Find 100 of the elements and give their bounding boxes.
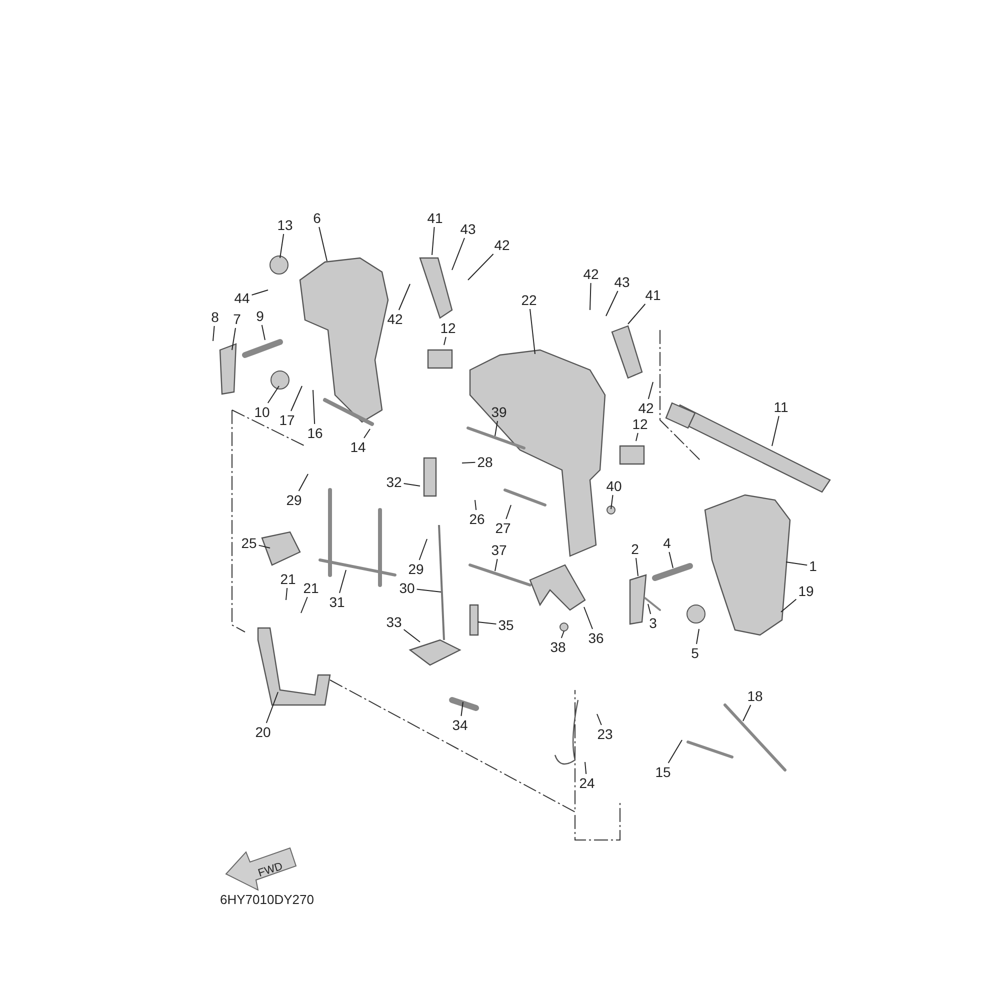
callout-number: 30 bbox=[398, 580, 416, 596]
leader-line bbox=[494, 420, 498, 436]
callout-number: 7 bbox=[232, 311, 242, 327]
leader-line bbox=[462, 462, 476, 464]
leader-line bbox=[364, 428, 370, 438]
callout-number: 11 bbox=[772, 399, 790, 415]
leader-line bbox=[258, 544, 270, 548]
leader-line bbox=[261, 324, 266, 340]
leader-line bbox=[560, 630, 564, 638]
callout-number: 6 bbox=[312, 210, 322, 226]
leader-line bbox=[506, 504, 512, 520]
leader-line bbox=[468, 254, 494, 280]
leader-line bbox=[318, 226, 328, 262]
leader-line bbox=[266, 692, 278, 724]
leader-line bbox=[298, 474, 308, 492]
callout-number: 15 bbox=[654, 764, 672, 780]
leader-line bbox=[280, 234, 284, 258]
callout-number: 4 bbox=[662, 535, 672, 551]
callout-number: 22 bbox=[520, 292, 538, 308]
callout-number: 12 bbox=[631, 416, 649, 432]
callout-number: 29 bbox=[285, 492, 303, 508]
callout-number: 35 bbox=[497, 617, 515, 633]
leader-line bbox=[403, 629, 420, 642]
callout-number: 17 bbox=[278, 412, 296, 428]
leader-line bbox=[444, 336, 446, 346]
callout-number: 34 bbox=[451, 717, 469, 733]
callout-number: 40 bbox=[605, 478, 623, 494]
callout-number: 8 bbox=[210, 309, 220, 325]
leader-line bbox=[232, 328, 236, 350]
leader-line bbox=[648, 604, 652, 614]
fwd-label: FWD bbox=[256, 860, 284, 880]
leader-line bbox=[212, 326, 215, 342]
callout-number: 39 bbox=[490, 404, 508, 420]
callout-number: 9 bbox=[255, 308, 265, 324]
callout-number: 21 bbox=[302, 580, 320, 596]
leader-line bbox=[530, 308, 536, 354]
callout-number: 2 bbox=[630, 541, 640, 557]
leader-line bbox=[772, 416, 780, 446]
leader-line bbox=[636, 432, 638, 442]
leader-line bbox=[610, 494, 614, 510]
leader-line bbox=[474, 500, 477, 510]
leader-line bbox=[636, 558, 638, 576]
leader-line bbox=[584, 606, 593, 630]
leader-line bbox=[452, 238, 465, 270]
callout-number: 20 bbox=[254, 724, 272, 740]
callout-number: 29 bbox=[407, 561, 425, 577]
leader-line bbox=[668, 740, 682, 764]
callout-number: 10 bbox=[253, 404, 271, 420]
leader-line bbox=[312, 390, 316, 424]
callout-number: 38 bbox=[549, 639, 567, 655]
leader-line bbox=[300, 596, 308, 614]
callout-number: 12 bbox=[439, 320, 457, 336]
callout-number: 25 bbox=[240, 535, 258, 551]
leader-line bbox=[432, 226, 435, 256]
leader-line bbox=[596, 714, 602, 726]
leader-line bbox=[286, 588, 288, 600]
callout-number: 31 bbox=[328, 594, 346, 610]
callout-number: 41 bbox=[426, 210, 444, 226]
callout-number: 32 bbox=[385, 474, 403, 490]
leader-line bbox=[267, 386, 280, 404]
callout-number: 28 bbox=[476, 454, 494, 470]
part-code: 6HY7010DY270 bbox=[220, 892, 314, 907]
callout-number: 5 bbox=[690, 645, 700, 661]
callout-number: 33 bbox=[385, 614, 403, 630]
leader-line bbox=[494, 558, 498, 572]
callout-number: 42 bbox=[493, 237, 511, 253]
callout-number: 42 bbox=[637, 400, 655, 416]
callout-number: 24 bbox=[578, 775, 596, 791]
callout-number: 13 bbox=[276, 217, 294, 233]
callout-number: 16 bbox=[306, 425, 324, 441]
callout-number: 26 bbox=[468, 511, 486, 527]
callout-number: 42 bbox=[386, 311, 404, 327]
callout-number: 1 bbox=[808, 558, 818, 574]
leader-line bbox=[584, 762, 587, 774]
leader-line bbox=[648, 382, 654, 400]
leader-line bbox=[742, 704, 752, 722]
callout-number: 23 bbox=[596, 726, 614, 742]
leader-line bbox=[290, 386, 302, 412]
leader-line bbox=[696, 628, 700, 644]
leader-line bbox=[398, 284, 410, 310]
leader-line bbox=[628, 304, 646, 324]
leader-line bbox=[251, 290, 268, 296]
callout-number: 36 bbox=[587, 630, 605, 646]
callout-number: 21 bbox=[279, 571, 297, 587]
leader-line bbox=[668, 552, 674, 568]
leader-line bbox=[606, 290, 618, 316]
callout-number: 43 bbox=[459, 221, 477, 237]
leader-line bbox=[590, 282, 592, 310]
leader-line bbox=[478, 622, 497, 624]
leader-line bbox=[786, 562, 808, 566]
callout-number: 41 bbox=[644, 287, 662, 303]
leader-line bbox=[780, 598, 797, 612]
callout-number: 43 bbox=[613, 274, 631, 290]
callout-number: 3 bbox=[648, 615, 658, 631]
callout-number: 37 bbox=[490, 542, 508, 558]
leader-line bbox=[403, 483, 420, 486]
leader-line bbox=[460, 702, 464, 716]
leader-line bbox=[416, 588, 442, 592]
callout-number: 27 bbox=[494, 520, 512, 536]
leader-line bbox=[418, 538, 428, 560]
